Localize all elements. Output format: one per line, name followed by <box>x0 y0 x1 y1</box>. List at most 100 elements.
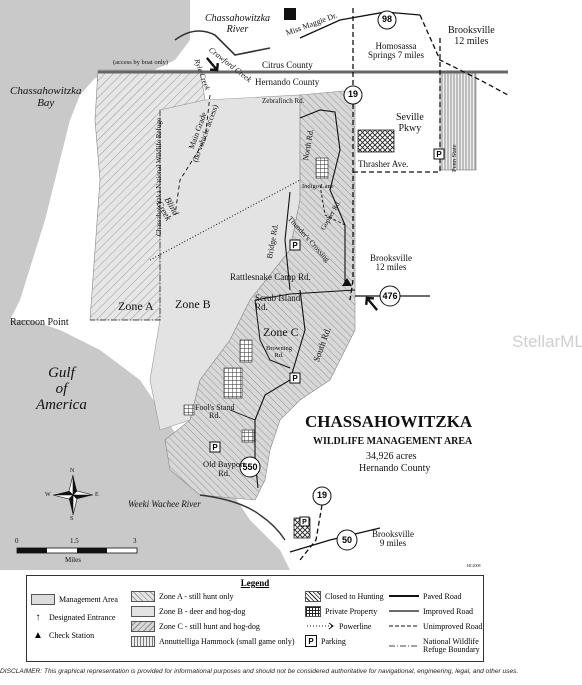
label-route-550: 550 <box>242 462 258 472</box>
unimproved-road-icon <box>389 625 419 627</box>
triangle-icon: ▲ <box>33 629 43 641</box>
legend-management-area: Management Area <box>31 593 118 605</box>
legend-label: Improved Road <box>423 606 473 616</box>
parking-2: P <box>289 239 301 251</box>
shield-98 <box>377 10 397 30</box>
legend-zone-a: Zone A - still hunt only <box>131 590 233 602</box>
powerline <box>149 179 301 261</box>
road-fools-stand <box>229 409 256 421</box>
shield-476 <box>379 285 401 307</box>
label-zone-b: Zone B <box>175 297 211 311</box>
improved-road-icon <box>389 610 419 612</box>
road-main-grade <box>174 94 211 216</box>
svg-text:P: P <box>292 241 298 250</box>
gulf-water <box>0 0 190 320</box>
shield-19-bottom <box>312 486 332 506</box>
legend-label: Unimproved Road <box>423 621 483 631</box>
road-rattlesnake <box>254 289 356 301</box>
refuge-boundary-icon <box>389 645 419 647</box>
scale-tick-2: 3 <box>133 537 137 545</box>
label-raccoon-point: Raccoon Point <box>10 317 69 328</box>
legend-label: Check Station <box>49 630 95 640</box>
label-rattlesnake-camp-rd: Rattlesnake Camp Rd. <box>230 272 311 282</box>
legend-label: Annuttelliga Hammock (small game only) <box>159 636 295 646</box>
label-route-50: 50 <box>341 535 352 545</box>
shield-19-top <box>343 85 363 105</box>
label-fools-stand-rd: Fool's Stand Rd. <box>195 403 235 421</box>
compass-s: S <box>70 516 74 522</box>
legend-label: Management Area <box>59 594 118 604</box>
legend-label: Zone B - deer and hog-dog <box>159 606 246 616</box>
private-5 <box>241 429 255 443</box>
compass-rose <box>52 474 94 516</box>
compass-e: E <box>95 492 99 498</box>
river-weeki-wachee <box>199 494 286 541</box>
river-chassahowitzka <box>174 30 271 56</box>
paved-road-icon <box>389 595 419 597</box>
label-zone-a: Zone A <box>118 299 154 313</box>
entrance-top <box>284 8 296 20</box>
parking-5: P <box>299 516 310 527</box>
legend-parking: P Parking <box>305 635 346 647</box>
label-access-by-boat: (access by boat only) <box>113 59 169 66</box>
map-id: HC2008 <box>467 563 481 568</box>
private-swatch <box>305 605 321 617</box>
legend-refuge-boundary: National Wildlife Refuge Boundary <box>389 635 480 657</box>
road-bridge <box>284 191 291 291</box>
label-browning-rd: Browning Rd. <box>266 345 292 359</box>
label-brooksville-9: Brooksville 9 miles <box>372 529 414 549</box>
shield-550 <box>239 456 261 478</box>
label-wma-acres: 34,926 acres <box>366 451 417 462</box>
check-station <box>342 278 352 286</box>
road-19-south <box>299 504 323 561</box>
legend-label: Paved Road <box>423 591 462 601</box>
parking-4: P <box>209 441 221 453</box>
zone-a-swatch <box>131 590 155 602</box>
wma-map: P P P P P <box>0 0 509 570</box>
legend-private: Private Property <box>305 605 377 617</box>
legend-paved-road: Paved Road <box>389 590 461 602</box>
closed-area-seville <box>357 129 395 153</box>
label-weeki-wachee-river: Weeki Wachee River <box>128 499 201 509</box>
label-homosassa-springs: Homosassa Springs 7 miles <box>368 41 425 61</box>
legend: Legend Management Area ↑ Designated Entr… <box>26 575 484 662</box>
refuge-boundary <box>90 110 161 321</box>
legend-improved-road: Improved Road <box>389 605 473 617</box>
svg-text:P: P <box>436 150 442 159</box>
label-route-476: 476 <box>382 291 398 301</box>
arrow-up-icon: ↑ <box>35 611 41 623</box>
label-wma-county: Hernando County <box>359 463 431 474</box>
legend-label: Zone A - still hunt only <box>159 591 234 601</box>
road-gopher <box>319 184 346 226</box>
management-area-swatch <box>31 593 55 605</box>
road-thrasher <box>353 38 441 173</box>
scale-unit: Miles <box>65 556 81 564</box>
disclaimer: DISCLAIMER: This graphical representatio… <box>0 668 519 675</box>
label-old-bayport-rd: Old Bayport Rd. <box>203 459 246 478</box>
road-50 <box>289 527 381 553</box>
zone-c-swatch <box>131 620 155 632</box>
legend-label: Designated Entrance <box>49 612 116 622</box>
label-citrus-county: Citrus County <box>262 60 313 70</box>
label-zone-c: Zone C <box>263 325 299 339</box>
scale-bar <box>16 547 138 554</box>
legend-label: Closed to Hunting <box>325 591 384 601</box>
private-1 <box>315 157 329 179</box>
scale-tick-0: 0 <box>15 537 19 545</box>
private-3 <box>223 367 243 399</box>
label-refuge-name: Chassahowitzka National Wildlife Refuge <box>155 118 163 236</box>
legend-label: Private Property <box>325 606 378 616</box>
private-2 <box>239 339 253 363</box>
label-wma-title: CHASSAHOWITZKA <box>305 412 473 431</box>
label-chassahowitzka-river: Chassahowitzka River <box>205 13 271 35</box>
legend-label: Zone C - still hunt and hog-dog <box>159 621 260 631</box>
private-4 <box>183 404 195 416</box>
legend-label: Powerline <box>339 621 372 631</box>
legend-label: National Wildlife Refuge Boundary <box>423 636 480 654</box>
legend-zone-b: Zone B - deer and hog-dog <box>131 605 245 617</box>
compass-w: W <box>45 492 51 498</box>
svg-text:P: P <box>302 519 307 526</box>
label-penn-state: Penn State <box>451 144 458 172</box>
label-wma-subtitle: WILDLIFE MANAGEMENT AREA <box>313 436 473 447</box>
powerline-icon <box>307 622 334 630</box>
